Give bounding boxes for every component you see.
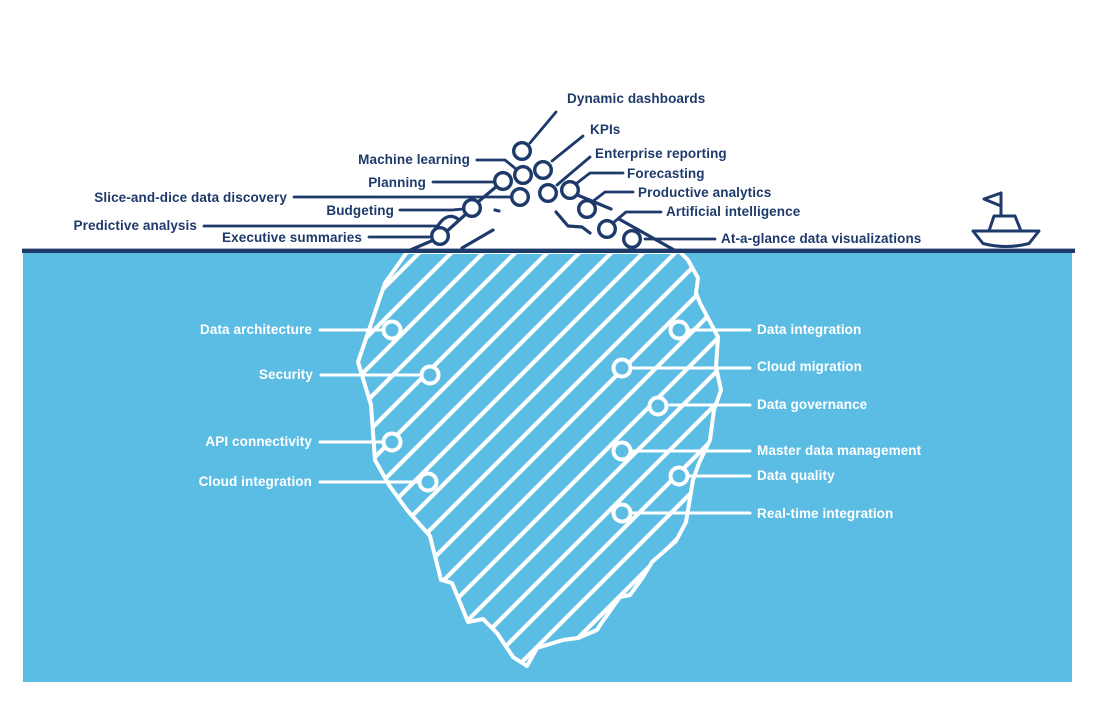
node-circle (577, 198, 598, 219)
label-data-quality: Data quality (757, 468, 835, 483)
node-circle (647, 395, 669, 417)
node-circle (560, 179, 581, 200)
label-dynamic-dashboards: Dynamic dashboards (567, 91, 705, 106)
label-group-enterprise-reporting: Enterprise reporting (538, 146, 727, 203)
label-group-data-governance: Data governance (647, 395, 868, 417)
label-group-security: Security (259, 364, 441, 386)
node-circle (417, 471, 439, 493)
boat-cabin (987, 214, 1023, 233)
label-group-master-data-management: Master data management (611, 440, 922, 462)
label-cloud-integration: Cloud integration (199, 474, 312, 489)
label-real-time-integration: Real-time integration (757, 506, 893, 521)
label-security: Security (259, 367, 313, 382)
leader-line (611, 210, 663, 225)
label-group-slice-and-dice-data-discovery: Slice-and-dice data discovery (94, 186, 531, 207)
label-group-dynamic-dashboards: Dynamic dashboards (512, 91, 705, 161)
label-executive-summaries: Executive summaries (222, 230, 362, 245)
crack-stick-line (460, 228, 495, 250)
node-circle (668, 319, 690, 341)
crack-zigzag-line (554, 210, 592, 235)
label-kpis: KPIs (590, 122, 620, 137)
label-slice-and-dice-data-discovery: Slice-and-dice data discovery (94, 190, 287, 205)
label-machine-learning: Machine learning (358, 152, 470, 167)
label-group-budgeting: Budgeting (326, 197, 483, 218)
label-group-real-time-integration: Real-time integration (611, 502, 893, 524)
leader-line (575, 171, 625, 185)
label-api-connectivity: API connectivity (205, 434, 312, 449)
node-circle (668, 465, 690, 487)
label-data-integration: Data integration (757, 322, 861, 337)
boat-flag (982, 191, 1003, 208)
leader-line (550, 134, 585, 163)
node-circle (419, 364, 441, 386)
label-group-executive-summaries: Executive summaries (222, 225, 451, 246)
label-forecasting: Forecasting (627, 166, 705, 181)
label-productive-analytics: Productive analytics (638, 185, 771, 200)
node-circle (611, 440, 633, 462)
label-data-architecture: Data architecture (200, 322, 312, 337)
node-circle (597, 218, 618, 239)
node-circle (513, 164, 534, 185)
label-planning: Planning (368, 175, 426, 190)
label-group-kpis: KPIs (533, 122, 620, 180)
node-circle (510, 186, 531, 207)
node-circle (493, 170, 514, 191)
label-group-artificial-intelligence: Artificial intelligence (597, 204, 801, 239)
crack-dot (493, 208, 501, 213)
label-group-at-a-glance-data-visualizations: At-a-glance data visualizations (622, 228, 921, 249)
label-group-cloud-migration: Cloud migration (611, 357, 862, 379)
node-circle (430, 225, 451, 246)
waterline (22, 248, 1075, 253)
label-data-governance: Data governance (757, 397, 868, 412)
node-circle (512, 140, 533, 161)
sailboat-icon (971, 191, 1041, 248)
label-enterprise-reporting: Enterprise reporting (595, 146, 727, 161)
label-group-cloud-integration: Cloud integration (199, 471, 439, 493)
label-master-data-management: Master data management (757, 443, 922, 458)
label-artificial-intelligence: Artificial intelligence (666, 204, 801, 219)
node-circle (538, 182, 559, 203)
node-circle (611, 502, 633, 524)
tip-left-slope (406, 184, 499, 253)
crack-arc-line (435, 214, 460, 229)
label-at-a-glance-data-visualizations: At-a-glance data visualizations (721, 231, 921, 246)
label-group-data-integration: Data integration (668, 319, 861, 341)
label-group-forecasting: Forecasting (560, 166, 705, 200)
leader-line (475, 158, 518, 171)
node-circle (611, 357, 633, 379)
boat-hull (971, 229, 1041, 248)
label-predictive-analysis: Predictive analysis (74, 218, 197, 233)
iceberg-tip-outline (406, 184, 678, 253)
label-budgeting: Budgeting (326, 203, 394, 218)
label-group-planning: Planning (368, 170, 514, 191)
leader-line (398, 207, 465, 212)
label-group-predictive-analysis: Predictive analysis (74, 218, 439, 233)
node-circle (533, 159, 554, 180)
label-cloud-migration: Cloud migration (757, 359, 862, 374)
leader-line (590, 190, 635, 204)
node-circle (381, 319, 403, 341)
label-group-api-connectivity: API connectivity (205, 431, 403, 453)
label-group-machine-learning: Machine learning (358, 152, 534, 185)
iceberg-underwater-body (356, 250, 723, 668)
leader-line (528, 110, 558, 145)
label-group-data-quality: Data quality (668, 465, 835, 487)
node-circle (622, 228, 643, 249)
node-circle (462, 197, 483, 218)
node-circle (381, 431, 403, 453)
label-group-data-architecture: Data architecture (200, 319, 403, 341)
label-group-productive-analytics: Productive analytics (577, 185, 771, 219)
leader-line (555, 155, 592, 187)
